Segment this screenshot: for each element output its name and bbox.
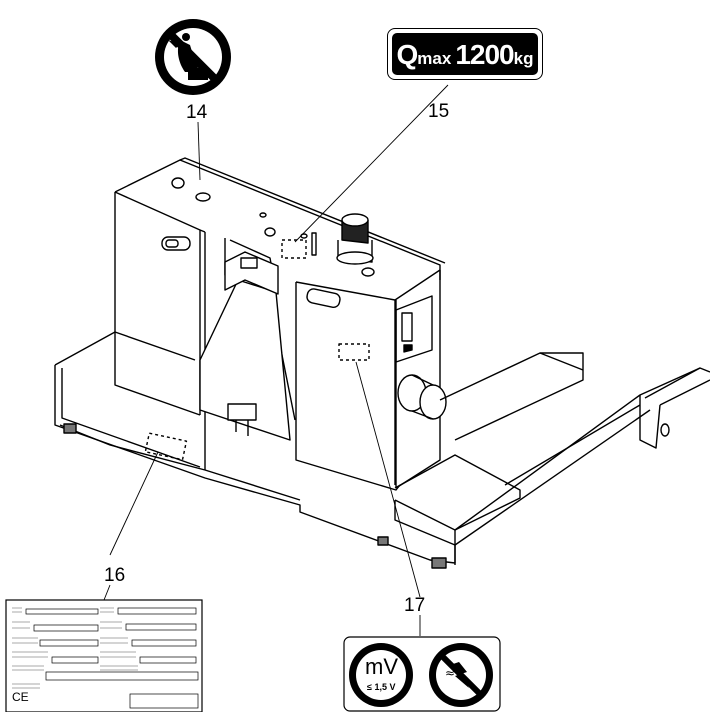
load-q: Q [396, 39, 419, 70]
load-capacity-label: Q max 1200 kg [387, 28, 543, 80]
mv-unit: mV [365, 654, 398, 679]
load-max: max [417, 49, 452, 68]
callout-14: 14 [186, 102, 208, 123]
load-unit: kg [513, 49, 534, 68]
ac-symbol: ≈ [445, 666, 456, 680]
no-electric-prohibition-icon [429, 643, 493, 707]
load-capacity-text: Q max 1200 kg [392, 33, 538, 75]
callout-17: 17 [404, 595, 426, 616]
nameplate: CE [6, 600, 202, 712]
load-value: 1200 [455, 39, 514, 70]
callout-15: 15 [428, 101, 450, 122]
callout-16: 16 [104, 565, 126, 586]
ce-mark: CE [12, 690, 29, 704]
voltage-warning-label: mV ≤ 1,5 V ≈ [343, 636, 501, 712]
no-riding-prohibition-icon [155, 19, 231, 95]
nameplate-drawing [5, 599, 203, 712]
voltage-threshold: ≤ 1,5 V [367, 682, 396, 692]
